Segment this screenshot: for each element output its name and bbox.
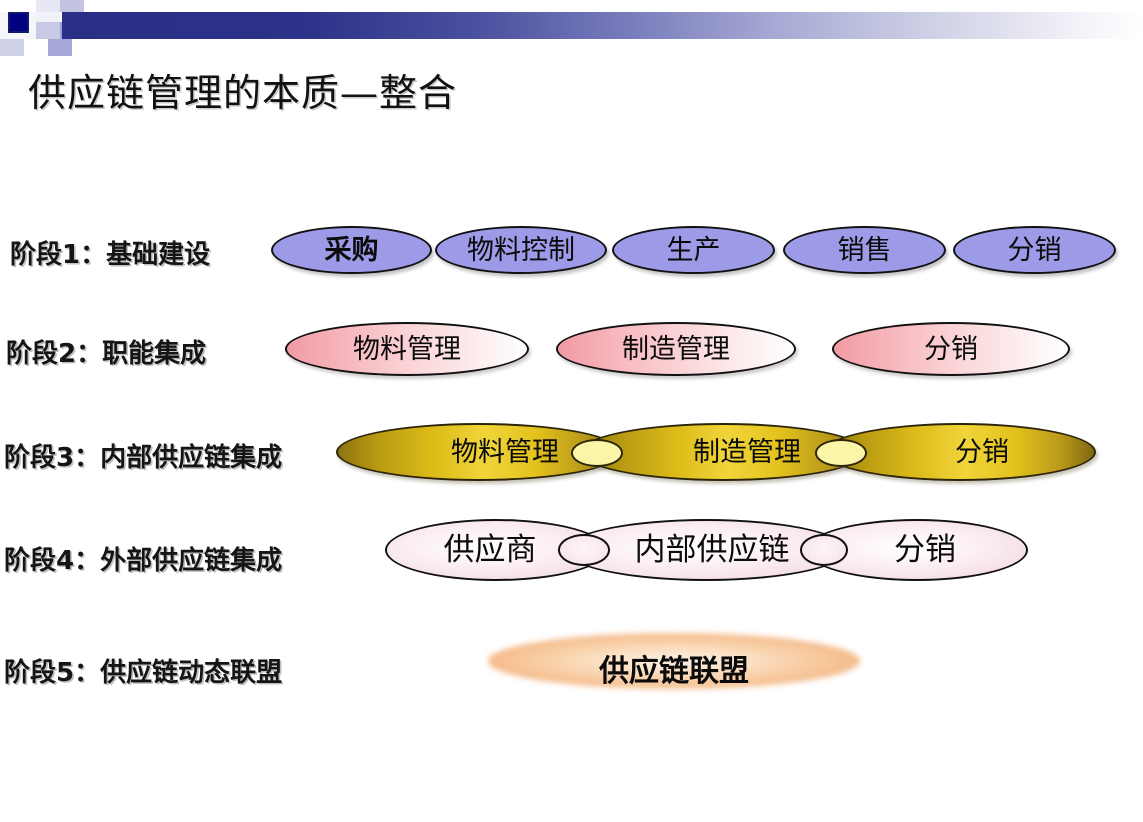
stage-label-2: 阶段2：职能集成 <box>6 339 207 369</box>
stage-label-5: 阶段5：供应链动态联盟 <box>4 658 283 688</box>
node-label: 制造管理 <box>622 333 730 365</box>
header-decoration-band <box>0 0 1143 56</box>
light-square-10 <box>36 22 60 39</box>
stage-label-3: 阶段3：内部供应链集成 <box>4 443 283 473</box>
overlap-lens-4 <box>800 534 848 566</box>
node-label: 采购 <box>324 234 379 266</box>
overlap-lens-3 <box>558 534 610 566</box>
light-square-7 <box>48 39 72 56</box>
node-label-supply-chain-alliance: 供应链联盟 <box>599 654 749 689</box>
node-stage1-procurement[interactable]: 采购 <box>271 226 432 274</box>
node-label: 供应商 <box>443 531 537 568</box>
overlap-lens-1 <box>571 439 623 467</box>
node-stage2-manufacturing-management[interactable]: 制造管理 <box>556 322 796 376</box>
light-square-6 <box>24 39 48 56</box>
node-label: 分销 <box>924 333 978 365</box>
page-title: 供应链管理的本质—整合 <box>28 71 458 115</box>
node-stage5-supply-chain-alliance[interactable] <box>488 633 860 689</box>
header-dark-navy-square <box>8 12 29 33</box>
overlap-lens-2 <box>815 439 867 467</box>
node-label: 物料管理 <box>451 436 559 468</box>
light-square-9 <box>60 0 84 12</box>
node-stage3-manufacturing-management[interactable]: 制造管理 <box>580 423 866 481</box>
node-stage1-sales[interactable]: 销售 <box>783 226 946 274</box>
light-square-2 <box>36 0 60 12</box>
stage-label-4: 阶段4：外部供应链集成 <box>4 546 283 576</box>
header-gradient-bar <box>62 12 1143 39</box>
node-stage2-distribution[interactable]: 分销 <box>832 322 1070 376</box>
node-label: 销售 <box>837 234 892 266</box>
node-stage1-material-control[interactable]: 物料控制 <box>435 226 607 274</box>
node-label: 物料管理 <box>353 333 461 365</box>
stage-label-1: 阶段1：基础建设 <box>10 240 211 270</box>
node-label: 内部供应链 <box>634 531 790 568</box>
node-stage3-distribution[interactable]: 分销 <box>824 423 1096 481</box>
node-stage1-distribution[interactable]: 分销 <box>953 226 1116 274</box>
light-square-8 <box>0 39 24 56</box>
node-label: 生产 <box>666 234 721 266</box>
node-label: 分销 <box>894 531 956 568</box>
node-stage2-material-management[interactable]: 物料管理 <box>285 322 529 376</box>
node-label: 制造管理 <box>693 436 801 468</box>
node-label: 物料控制 <box>467 234 575 266</box>
node-stage1-production[interactable]: 生产 <box>612 226 775 274</box>
node-label: 分销 <box>955 436 1009 468</box>
node-label: 分销 <box>1007 234 1062 266</box>
node-stage4-internal-supply-chain[interactable]: 内部供应链 <box>565 519 847 581</box>
